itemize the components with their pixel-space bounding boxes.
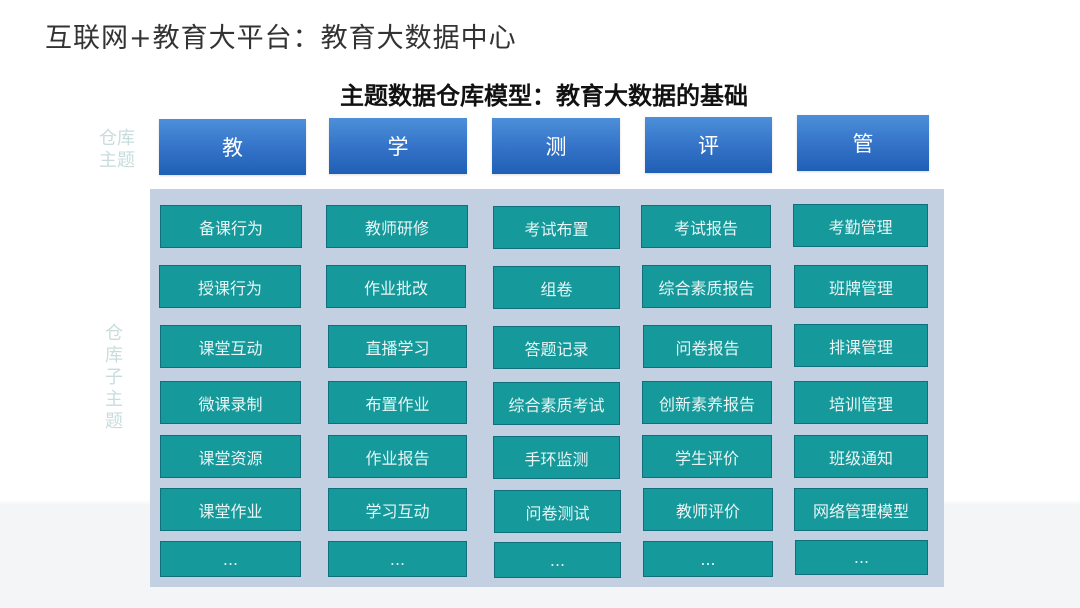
diagram-subtitle: 主题数据仓库模型：教育大数据的基础 bbox=[340, 82, 748, 110]
subtheme-cell: 教师研修 bbox=[326, 205, 468, 248]
subtheme-cell: 排课管理 bbox=[794, 324, 928, 367]
subtheme-cell: 网络管理模型 bbox=[794, 488, 928, 531]
subtheme-cell: 班级通知 bbox=[794, 435, 928, 478]
subtheme-cell: 学生评价 bbox=[642, 435, 772, 478]
subtheme-cell: 直播学习 bbox=[328, 325, 467, 368]
subtheme-cell: 备课行为 bbox=[160, 205, 302, 248]
theme-header-evaluate: 评 bbox=[645, 117, 772, 173]
subtheme-cell: 综合素质报告 bbox=[642, 265, 771, 308]
subtheme-cell-ellipsis: ... bbox=[494, 542, 621, 578]
subtheme-cell: 考试布置 bbox=[493, 206, 620, 249]
theme-header-teach: 教 bbox=[159, 119, 306, 175]
subtheme-cell-ellipsis: ... bbox=[795, 540, 928, 575]
subtheme-cell: 学习互动 bbox=[328, 488, 467, 531]
slide-title: 互联网+教育大平台：教育大数据中心 bbox=[45, 23, 517, 54]
subtheme-cell: 课堂资源 bbox=[160, 435, 301, 478]
subtheme-axis-label: 仓 库 子 主 题 bbox=[105, 323, 123, 432]
subtheme-cell: 微课录制 bbox=[160, 381, 301, 424]
theme-header-test: 测 bbox=[492, 118, 620, 174]
subtheme-cell: 考试报告 bbox=[641, 205, 771, 248]
subtheme-cell: 布置作业 bbox=[328, 381, 467, 424]
subtheme-cell: 课堂互动 bbox=[160, 325, 301, 368]
theme-header-learn: 学 bbox=[329, 118, 467, 174]
subtheme-cell: 问卷测试 bbox=[494, 490, 621, 533]
subtheme-cell: 组卷 bbox=[493, 266, 620, 309]
subtheme-cell: 手环监测 bbox=[493, 436, 620, 479]
subtheme-cell: 作业批改 bbox=[326, 265, 466, 308]
subtheme-cell: 课堂作业 bbox=[160, 488, 301, 531]
subtheme-cell: 问卷报告 bbox=[643, 325, 772, 368]
subtheme-cell: 授课行为 bbox=[159, 265, 301, 308]
subtheme-cell: 创新素养报告 bbox=[642, 381, 772, 424]
subtheme-cell: 考勤管理 bbox=[793, 204, 928, 247]
subtheme-cell: 班牌管理 bbox=[794, 265, 928, 308]
subtheme-cell: 综合素质考试 bbox=[493, 382, 620, 425]
theme-axis-label: 仓库 主题 bbox=[99, 128, 135, 171]
subtheme-cell: 教师评价 bbox=[643, 488, 773, 531]
subtheme-cell-ellipsis: ... bbox=[643, 541, 773, 577]
subtheme-cell-ellipsis: ... bbox=[160, 541, 301, 577]
subtheme-cell: 答题记录 bbox=[493, 326, 620, 369]
subtheme-cell: 作业报告 bbox=[328, 435, 467, 478]
subtheme-cell-ellipsis: ... bbox=[328, 541, 467, 577]
theme-header-manage: 管 bbox=[797, 115, 929, 171]
subtheme-cell: 培训管理 bbox=[794, 381, 928, 424]
